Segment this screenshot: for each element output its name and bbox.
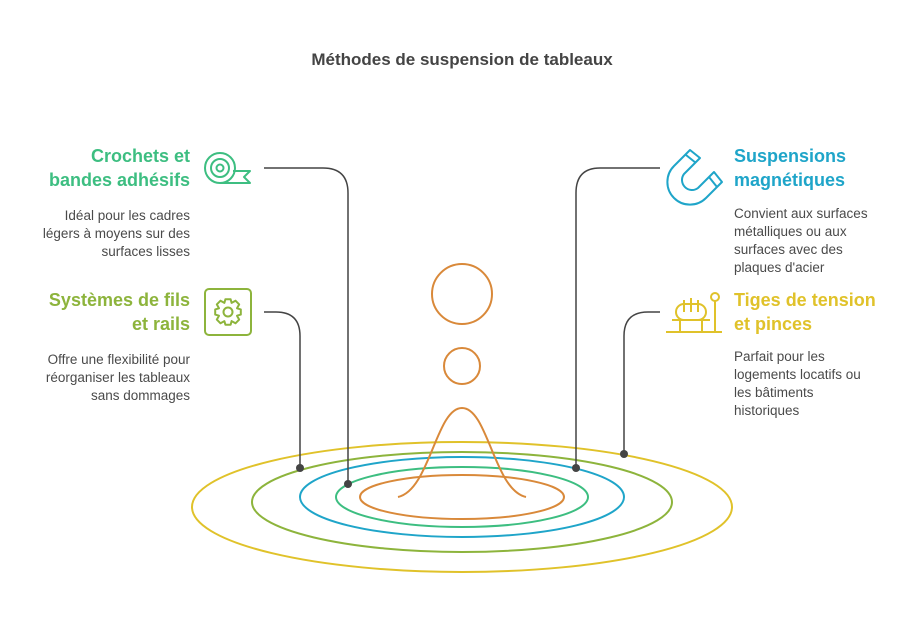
item-description-systemes: Offre une flexibilité pour réorganiser l… <box>45 352 190 403</box>
connector-tiges <box>623 311 660 454</box>
ripple-ring-blue <box>299 456 625 538</box>
connector-dot-tiges <box>620 450 628 458</box>
gear-icon <box>204 288 252 336</box>
ripple-ring-yellow <box>191 441 733 573</box>
ripple-ring-orange <box>359 474 565 520</box>
droplet-small <box>443 347 481 385</box>
item-heading-crochets: Crochets et bandes adhésifs <box>48 146 190 190</box>
connector-suspensions <box>575 167 660 468</box>
droplet-large <box>431 263 493 325</box>
connector-dot-suspensions <box>572 464 580 472</box>
connector-crochets <box>264 167 349 484</box>
item-heading-tiges: Tiges de tension et pinces <box>734 290 876 334</box>
tension-rod-icon <box>666 292 722 333</box>
magnet-icon <box>666 149 723 206</box>
item-description-crochets: Idéal pour les cadres légers à moyens su… <box>42 208 190 259</box>
ripple-ring-green <box>335 466 589 528</box>
item-description-suspensions: Convient aux surfaces métalliques ou aux… <box>734 206 868 275</box>
item-heading-suspensions: Suspensions magnétiques <box>734 146 847 190</box>
connector-dot-crochets <box>344 480 352 488</box>
connector-systemes <box>264 311 301 468</box>
connector-dot-systemes <box>296 464 304 472</box>
item-heading-systemes: Systèmes de fils et rails <box>48 290 190 334</box>
tape-roll-icon <box>204 152 251 184</box>
page-title: Méthodes de suspension de tableaux <box>311 50 613 69</box>
item-description-tiges: Parfait pour les logements locatifs ou l… <box>734 349 861 418</box>
ripple-ring-lime <box>251 451 673 553</box>
droplet-splash <box>397 406 527 498</box>
